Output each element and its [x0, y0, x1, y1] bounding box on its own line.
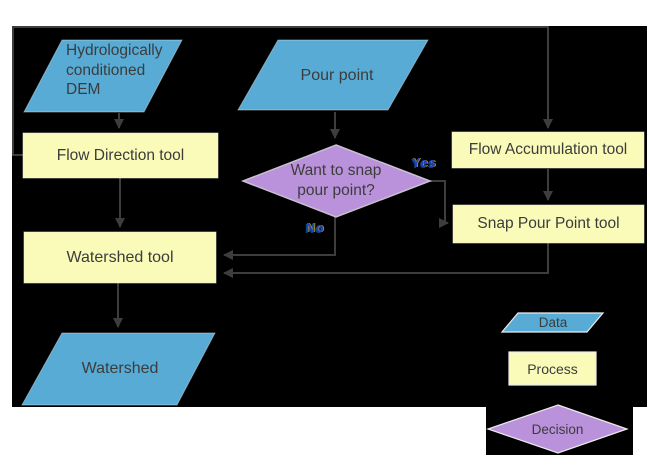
dem-node-shape — [23, 39, 183, 113]
legend-decision-shape — [486, 404, 629, 454]
snap-pour-point-node-label: Snap Pour Point tool — [477, 215, 620, 233]
legend-data-label: Data — [538, 315, 568, 330]
legend-decision-label: Decision — [531, 421, 584, 437]
watershed-tool-node-label: Watershed tool — [66, 248, 174, 266]
flow-accumulation-node-shape — [451, 131, 645, 169]
snap-pour-point-node-shape — [452, 204, 645, 244]
flow-direction-node-label: Flow Direction tool — [56, 146, 185, 164]
yes-branch-label: Yes — [412, 156, 437, 170]
edge-decision-yes-to-snappourpoint — [430, 180, 449, 228]
snap-decision-node-label: Want to snap pour point? — [290, 162, 382, 199]
legend-process-label: Process — [527, 360, 578, 377]
pour-point-node-label: Pour point — [300, 67, 374, 84]
flow-direction-node-shape — [22, 132, 219, 179]
edge-decision-no-to-watershedtool — [223, 217, 336, 260]
pour-point-node-shape — [237, 39, 429, 111]
watershed-node-shape — [21, 332, 216, 406]
edge-snappourpoint-to-watershedtool — [223, 243, 549, 278]
watershed-tool-node-shape — [23, 231, 217, 284]
flow-accumulation-node-label: Flow Accumulation tool — [468, 141, 628, 159]
no-branch-label: No — [306, 221, 325, 235]
edge-flowdirection-to-flowaccumulation — [12, 26, 553, 156]
dem-node-label: Hydrologically conditioned DEM — [66, 42, 163, 98]
watershed-node-label: Watershed — [81, 360, 159, 377]
legend-process-shape — [508, 351, 597, 386]
legend-data-shape — [500, 312, 605, 333]
snap-decision-node-shape — [240, 144, 433, 218]
